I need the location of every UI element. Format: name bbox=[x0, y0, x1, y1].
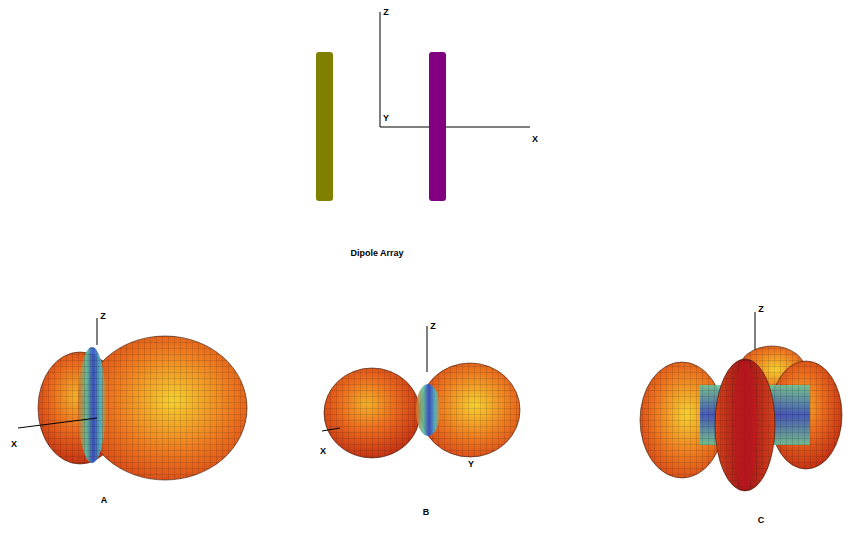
axis-label: Y bbox=[468, 460, 474, 469]
x-axis bbox=[322, 428, 340, 431]
axis-label: Z bbox=[100, 312, 106, 321]
pattern-mesh bbox=[715, 359, 775, 491]
pattern-mesh bbox=[78, 347, 106, 463]
dipole-element bbox=[316, 52, 333, 201]
axis-label: X bbox=[532, 135, 538, 144]
pattern-mesh bbox=[324, 368, 420, 458]
radiation-pattern bbox=[640, 312, 842, 491]
dipole-element bbox=[429, 52, 446, 201]
axis-label: X bbox=[320, 447, 326, 456]
pattern-null bbox=[416, 384, 440, 436]
pattern-lobe bbox=[324, 368, 420, 458]
pattern-letter: C bbox=[758, 516, 765, 525]
z-axis bbox=[380, 12, 381, 127]
pattern-letter: B bbox=[423, 508, 430, 517]
axis-label: Z bbox=[430, 322, 436, 331]
pattern-null bbox=[78, 347, 106, 463]
pattern-lobe bbox=[715, 359, 775, 491]
figure-caption: Dipole Array bbox=[350, 249, 403, 258]
pattern-lobe bbox=[83, 336, 247, 480]
z-axis bbox=[97, 318, 98, 345]
pattern-lobe bbox=[733, 361, 757, 489]
radiation-pattern bbox=[18, 318, 247, 480]
dipole-array bbox=[316, 12, 530, 201]
axis-label: Y bbox=[383, 114, 389, 123]
axis-label: Z bbox=[758, 305, 764, 314]
x-axis bbox=[380, 127, 530, 128]
z-axis bbox=[427, 326, 428, 372]
radiation-pattern bbox=[322, 326, 520, 458]
z-axis bbox=[755, 312, 756, 350]
axis-label: Z bbox=[383, 8, 389, 17]
x-axis bbox=[18, 418, 97, 428]
pattern-mesh bbox=[83, 336, 247, 480]
axis-label: X bbox=[11, 440, 17, 449]
pattern-letter: A bbox=[101, 496, 108, 505]
